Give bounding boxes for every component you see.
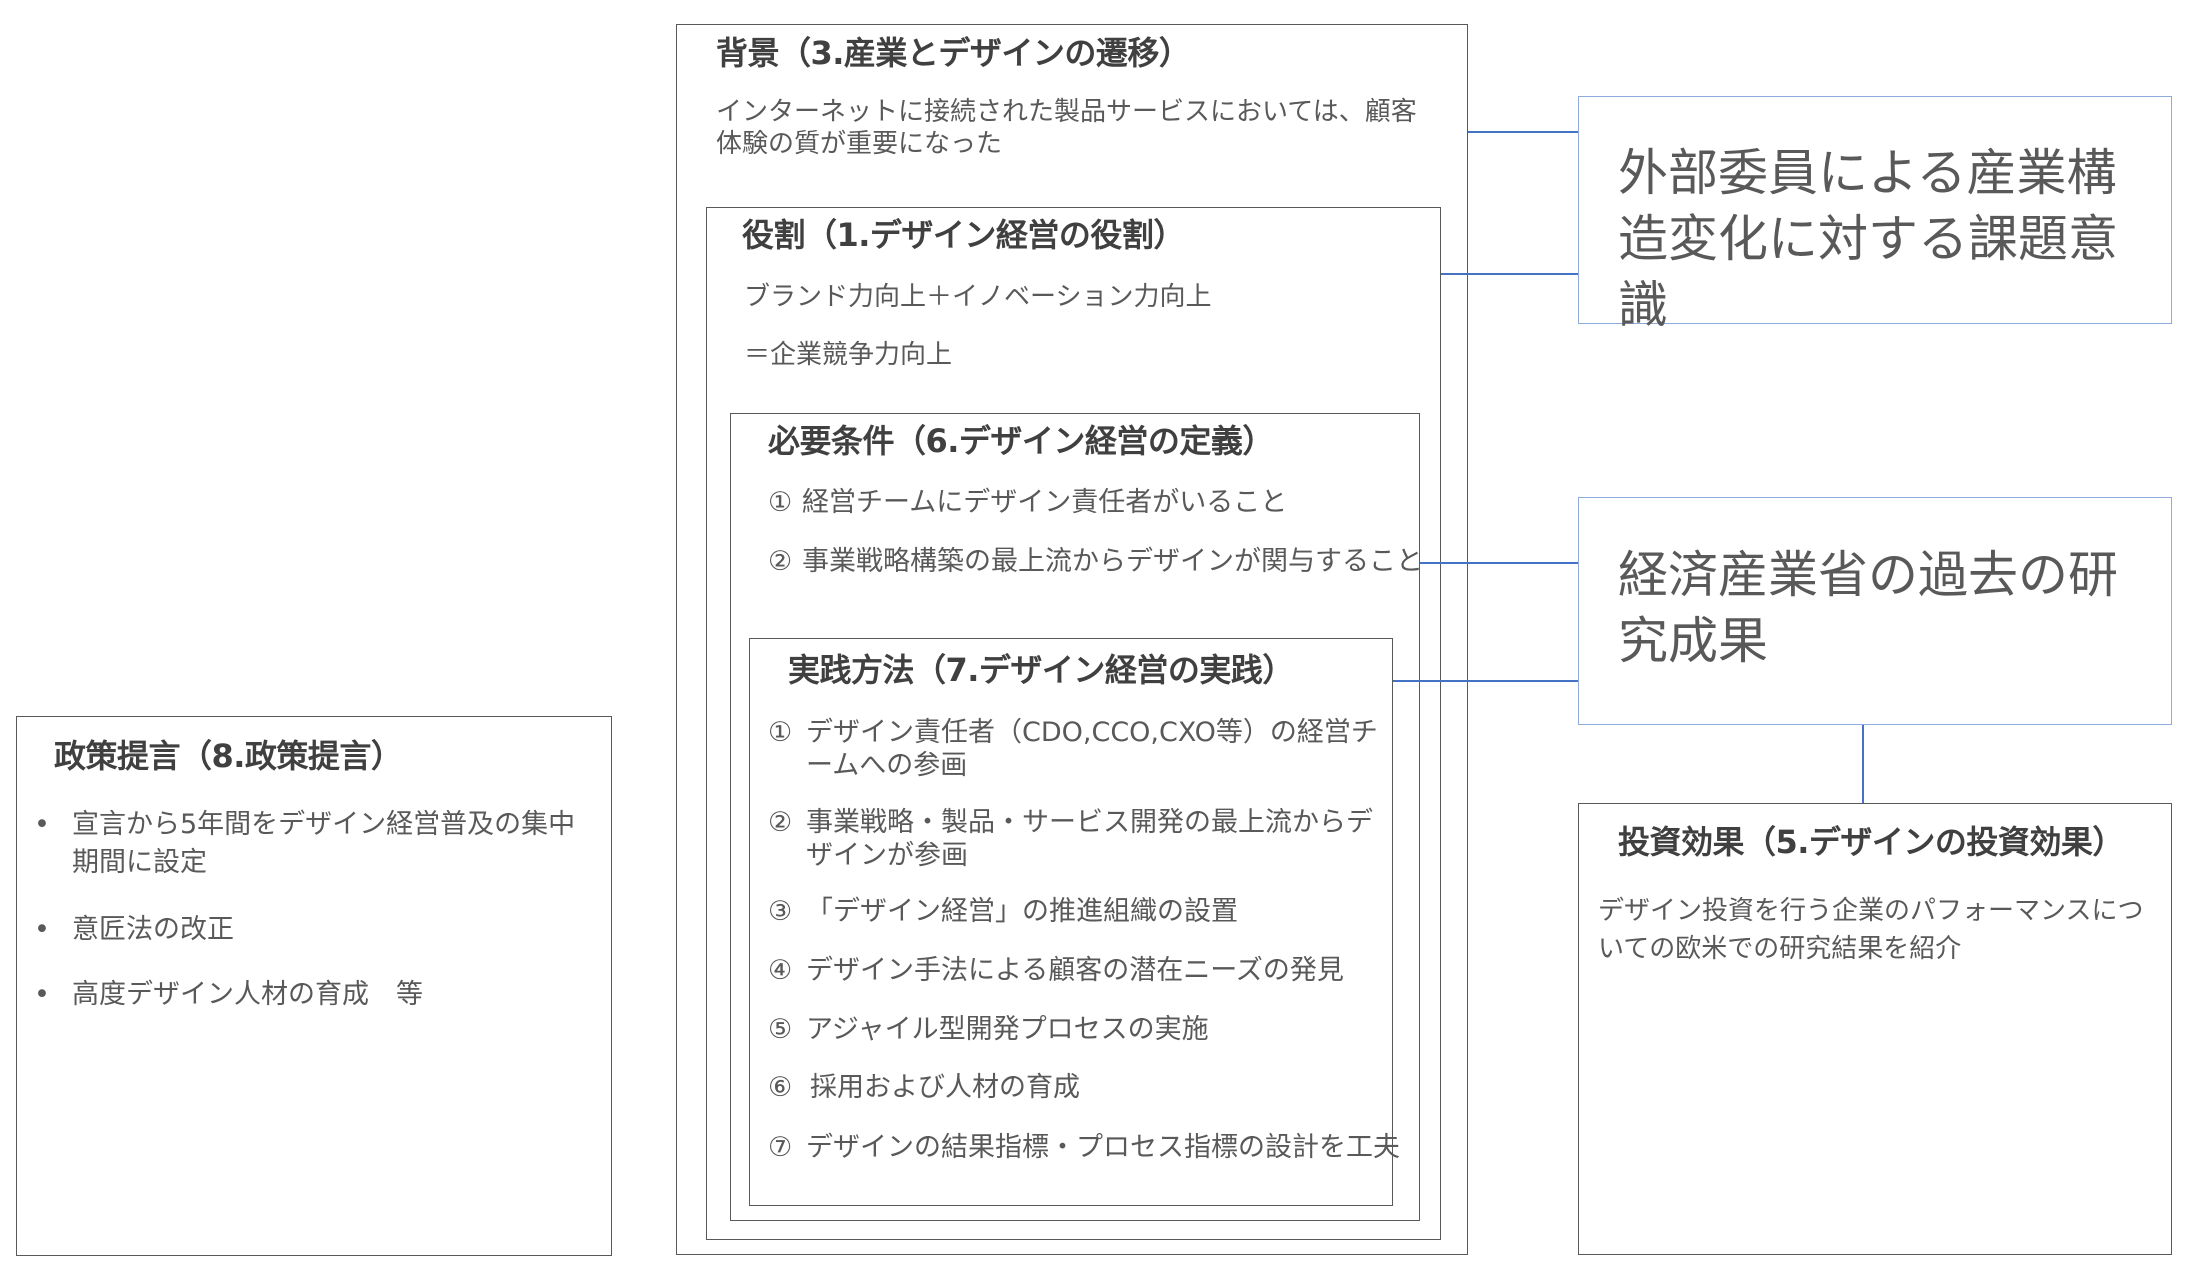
policy-title: 政策提言（8.政策提言） [54,737,403,775]
investment-title: 投資効果（5.デザインの投資効果） [1618,823,2124,861]
connector-role-external [1441,273,1578,275]
practice-number: ⑦ [768,1132,793,1163]
meti-callout-text: 経済産業省の過去の研究成果 [1618,546,2118,670]
practice-text: 採用および人材の育成 [810,1072,1080,1103]
practice-text: デザイン手法による顧客の潜在ニーズの発見 [806,955,1344,986]
background-title: 背景（3.産業とデザインの遷移） [716,34,1191,72]
practice-text: デザインの結果指標・プロセス指標の設計を工夫 [806,1132,1400,1163]
external-callout-box [1578,96,2172,324]
practice-title: 実践方法（7.デザイン経営の実践） [788,651,1294,689]
connector-background-external [1468,131,1578,133]
connector-practice-meti [1393,680,1578,682]
bullet-icon: • [34,809,50,840]
practice-box [749,638,1393,1206]
connector-meti-investment [1862,725,1864,803]
role-line1: ブランド力向上＋イノベーション力向上 [744,282,1212,312]
requirement-number: ① [768,487,793,518]
practice-number: ③ [768,896,793,927]
meti-callout-box [1578,497,2172,725]
background-text: インターネットに接続された製品サービスにおいては、顧客体験の質が重要になった [716,97,1417,159]
investment-text: デザイン投資を行う企業のパフォーマンスについての欧米での研究結果を紹介 [1598,896,2144,964]
practice-number: ④ [768,955,793,986]
practice-text: 事業戦略・製品・サービス開発の最上流からデザインが参画 [806,807,1373,871]
role-line2: ＝企業競争力向上 [744,340,953,370]
investment-box [1578,803,2172,1255]
policy-box [16,716,612,1256]
bullet-icon: • [34,914,50,945]
practice-text: アジャイル型開発プロセスの実施 [806,1014,1209,1045]
practice-number: ⑤ [768,1014,793,1045]
policy-text: 宣言から5年間をデザイン経営普及の集中期間に設定 [72,809,576,878]
bullet-icon: • [34,979,50,1010]
requirement-number: ② [768,546,793,577]
practice-number: ⑥ [768,1072,793,1103]
practice-number: ② [768,807,793,838]
policy-text: 意匠法の改正 [72,914,234,945]
requirement-text: 経営チームにデザイン責任者がいること [802,487,1288,518]
requirements-title: 必要条件（6.デザイン経営の定義） [768,422,1274,460]
policy-text: 高度デザイン人材の育成 等 [72,979,423,1010]
practice-number: ① [768,717,793,748]
external-callout-text: 外部委員による産業構造変化に対する課題意識 [1618,144,2118,334]
connector-requirements-meti [1420,562,1578,564]
practice-text: デザイン責任者（CDO,CCO,CXO等）の経営チームへの参画 [806,717,1378,781]
role-title: 役割（1.デザイン経営の役割） [742,216,1185,254]
requirement-text: 事業戦略構築の最上流からデザインが関与すること [802,546,1423,577]
practice-text: 「デザイン経営」の推進組織の設置 [806,896,1238,927]
